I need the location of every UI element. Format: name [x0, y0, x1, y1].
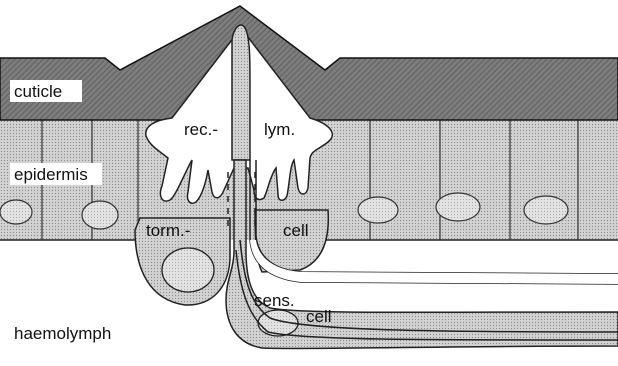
- label-epidermis: epidermis: [14, 165, 88, 184]
- label-sensory: sens.: [254, 291, 295, 310]
- label-lymph: lym.: [264, 120, 295, 139]
- label-tormogen: torm.-: [146, 221, 190, 240]
- label-cell-lower: cell: [306, 307, 332, 326]
- hair-shaft: [232, 25, 250, 160]
- label-receptor: rec.-: [184, 120, 218, 139]
- label-haemolymph: haemolymph: [14, 324, 111, 343]
- label-cell-upper: cell: [283, 221, 309, 240]
- cuticle-layer: [0, 6, 618, 120]
- label-cuticle: cuticle: [14, 82, 62, 101]
